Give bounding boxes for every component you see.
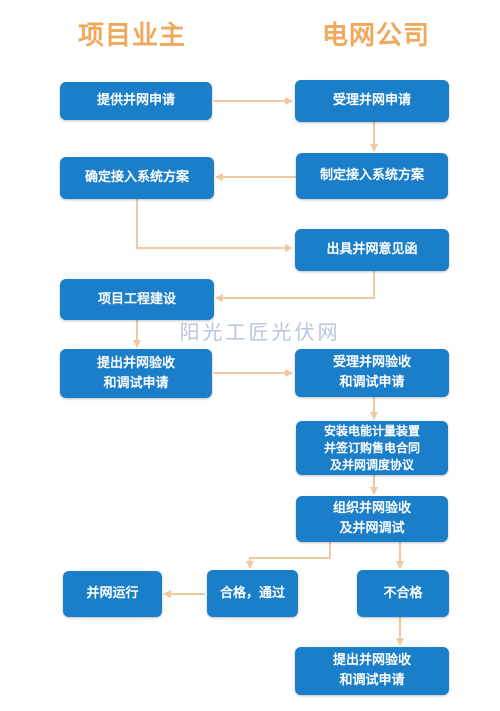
step-submit-acceptance: 提出并网验收 和调试申请 [60, 349, 212, 398]
step-accept-application: 受理并网申请 [295, 80, 449, 122]
step-accept-acceptance: 受理并网验收 和调试申请 [295, 349, 449, 397]
step-unqualified: 不合格 [357, 570, 449, 617]
header-project-owner: 项目业主 [78, 21, 187, 51]
step-issue-opinion: 出具并网意见函 [295, 229, 449, 271]
header-grid-company: 电网公司 [322, 21, 431, 51]
step-confirm-plan: 确定接入系统方案 [60, 157, 214, 199]
step-organize-acceptance: 组织并网验收 及并网调试 [296, 496, 448, 542]
step-install-meter: 安装电能计量装置 并签订购售电合同 及并网调度协议 [296, 421, 448, 475]
step-grid-operation: 并网运行 [63, 571, 162, 617]
arrow-opinion-to-construction [215, 271, 375, 302]
watermark-text: 阳光工匠光伏网 [179, 320, 341, 344]
arrow-organize-to-qualified [246, 542, 331, 569]
step-construction: 项目工程建设 [60, 279, 214, 320]
step-qualified: 合格，通过 [207, 570, 298, 617]
step-formulate-plan: 制定接入系统方案 [296, 153, 448, 199]
step-resubmit: 提出并网验收 和调试申请 [295, 647, 449, 695]
arrow-confirm-to-opinion [136, 199, 293, 252]
step-provide-application: 提供并网申请 [60, 82, 212, 120]
